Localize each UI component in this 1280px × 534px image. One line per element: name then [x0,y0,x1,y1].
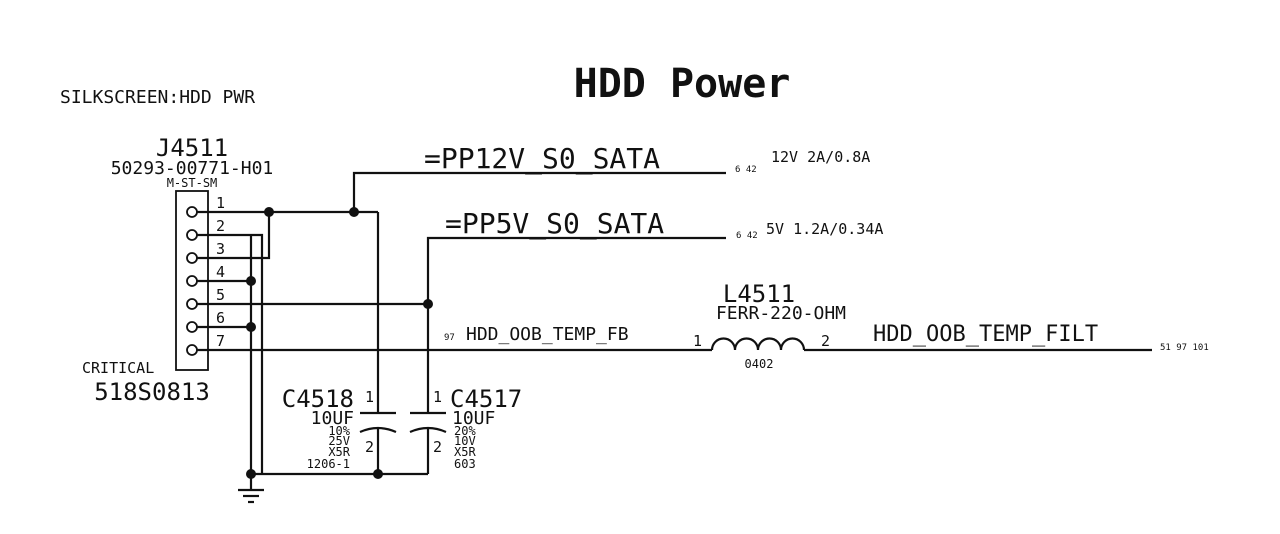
connector-pin-7 [186,344,198,356]
c4518-tolerance: 10% [328,424,350,438]
net-temp-fb-refs: 97 [444,333,455,343]
c4517-package: 603 [454,457,476,471]
net-temp-filt-name: HDD_OOB_TEMP_FILT [873,322,1098,347]
pin-number-4: 4 [216,263,225,281]
inductor-pin1: 1 [693,332,702,350]
pin-number-3: 3 [216,240,225,258]
junction-dot [349,207,359,217]
capacitor-c4518[interactable]: 1 2 C4518 10UF 10% 25V X5R 1206-1 [282,385,397,474]
c4517-voltage: 10V [454,434,476,448]
connector-j4511[interactable]: J4511 50293-00771-H01 M-ST-SM CRITICAL 5… [82,134,273,406]
net-pp12v-refs: 6 42 [735,165,757,175]
net-temp-filt-refs: 51 97 101 [1160,343,1209,353]
c4517-tolerance: 20% [454,424,476,438]
net-temp-filt[interactable]: HDD_OOB_TEMP_FILT 51 97 101 [804,322,1209,353]
capacitor-c4517[interactable]: 1 2 C4517 10UF 20% 10V X5R 603 [409,385,522,474]
page-title: HDD Power [574,61,791,107]
net-pp12v[interactable]: =PP12V_S0_SATA 6 42 12V 2A/0.8A [352,142,870,413]
c4517-pin1: 1 [433,388,442,406]
net-pp12v-rating: 12V 2A/0.8A [771,148,870,166]
connector-footprint: M-ST-SM [167,176,218,190]
junction-dots [246,207,433,479]
silkscreen-label: SILKSCREEN:HDD PWR [60,87,255,108]
junction-dot [423,299,433,309]
net-pp5v-name: =PP5V_S0_SATA [445,207,664,241]
c4517-pin2: 2 [433,438,442,456]
inductor-refdes: L4511 [723,280,795,308]
connector-pin-6 [186,321,198,333]
connector-pin-4 [186,275,198,287]
pin-number-6: 6 [216,309,225,327]
inductor-package: 0402 [745,357,774,371]
junction-dot [264,207,274,217]
connector-pin-5 [186,298,198,310]
net-pp5v-refs: 6 42 [736,231,758,241]
c4518-dielectric: X5R [328,445,350,459]
connector-part-number: 50293-00771-H01 [111,158,274,179]
c4518-pin2: 2 [365,438,374,456]
net-pp12v-name: =PP12V_S0_SATA [424,142,660,176]
net-temp-fb[interactable]: 97 HDD_OOB_TEMP_FB [444,324,629,345]
pin-number-7: 7 [216,332,225,350]
ground-symbol [238,488,264,504]
junction-dot [246,276,256,286]
c4517-refdes: C4517 [450,385,522,413]
connector-pin-2 [186,229,198,241]
junction-dot [246,322,256,332]
pin-number-2: 2 [216,217,225,235]
connector-bom-number: 518S0813 [94,378,210,406]
net-pp5v[interactable]: =PP5V_S0_SATA 6 42 5V 1.2A/0.34A [426,207,883,413]
net-temp-fb-name: HDD_OOB_TEMP_FB [466,324,629,345]
connector-refdes: J4511 [156,134,228,162]
junction-dot [373,469,383,479]
pin-number-1: 1 [216,194,225,212]
connector-pin-1 [186,206,198,218]
junction-dot [246,469,256,479]
connector-pin-3 [186,252,198,264]
pin-number-5: 5 [216,286,225,304]
c4517-dielectric: X5R [454,445,476,459]
inductor-l4511[interactable]: L4511 FERR-220-OHM 1 2 0402 [693,280,846,371]
inductor-coil [710,337,806,351]
inductor-pin2: 2 [821,332,830,350]
c4518-value: 10UF [311,408,354,429]
c4518-package: 1206-1 [307,457,350,471]
inductor-value: FERR-220-OHM [716,303,846,324]
connector-critical-label: CRITICAL [82,359,154,377]
c4518-pin1: 1 [365,388,374,406]
c4518-voltage: 25V [328,434,350,448]
net-pp5v-rating: 5V 1.2A/0.34A [766,220,883,238]
c4517-value: 10UF [452,408,495,429]
c4518-refdes: C4518 [282,385,354,413]
